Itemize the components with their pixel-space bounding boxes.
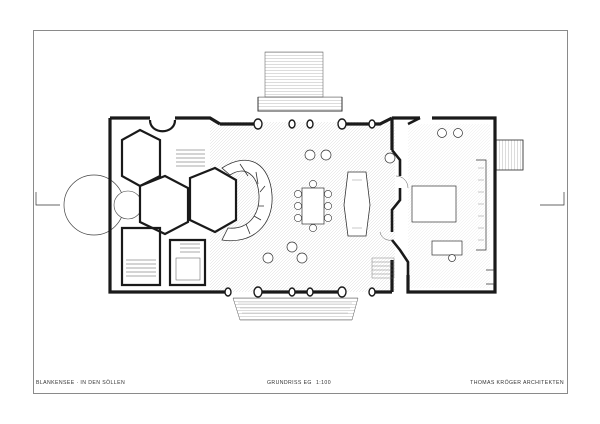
west-round-terrace — [63, 174, 143, 236]
east-stair — [494, 139, 524, 171]
sheet-border — [33, 30, 568, 394]
door-swings — [379, 175, 409, 241]
scale-label: 1:100 — [316, 380, 331, 386]
south-terrace-steps — [232, 297, 359, 321]
project-label: BLANKENSEE · IN DEN SÖLLEN — [36, 380, 126, 386]
west-fixtures — [126, 149, 205, 281]
east-partitions — [390, 116, 421, 275]
curved-banquette — [221, 159, 273, 242]
dining-table — [294, 180, 332, 232]
west-room-cluster — [120, 119, 238, 287]
architect-label: THOMAS KRÖGER ARCHITEKTEN — [470, 380, 564, 386]
north-terrace-steps — [257, 51, 343, 112]
kitchen-island — [343, 171, 371, 237]
east-room-fixtures — [411, 128, 495, 285]
section-marker-right — [540, 192, 565, 206]
drawing-label: GRUNDRISS EG — [267, 380, 312, 386]
corridor-stair — [371, 257, 395, 279]
lounge-chairs — [262, 149, 396, 264]
section-marker-left — [35, 192, 60, 206]
facade-columns — [224, 118, 376, 298]
